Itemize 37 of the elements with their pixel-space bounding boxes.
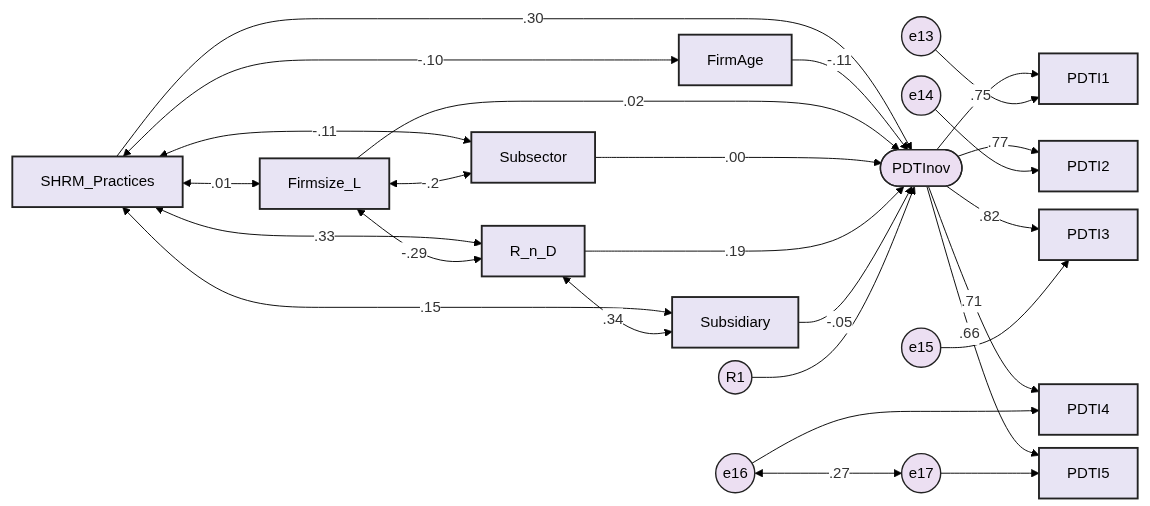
edge-label: .30 <box>522 10 544 27</box>
node-box: Subsector <box>470 131 596 184</box>
edge-label: .82 <box>979 208 1000 225</box>
node-box: FirmAge <box>677 33 793 87</box>
node-box: PDTI2 <box>1038 139 1139 193</box>
edge-label: .15 <box>419 298 441 315</box>
edge-label: .00 <box>724 148 746 165</box>
edge-label: .71 <box>961 292 983 309</box>
node-circle: R1 <box>717 360 753 395</box>
edge-label: .02 <box>623 92 645 109</box>
edge-label: .27 <box>828 464 850 481</box>
edge-label: -.29 <box>401 245 428 262</box>
edge-label: -.11 <box>827 51 852 68</box>
node-box: PDTI5 <box>1038 446 1139 500</box>
node-box: SHRM_Practices <box>11 155 184 208</box>
edge-label: -.2 <box>421 175 440 192</box>
edge-label: .01 <box>210 175 232 192</box>
edge-label: .19 <box>724 242 746 259</box>
node-circle: e13 <box>900 16 942 57</box>
edge-label: .34 <box>602 311 624 328</box>
node-box: R_n_D <box>480 224 586 278</box>
edge-label: .75 <box>970 87 992 103</box>
node-box: Firmsize_L <box>258 157 391 210</box>
edge-label: -.10 <box>417 51 444 68</box>
node-box: Subsidiary <box>671 296 800 349</box>
edge-label: .66 <box>958 325 980 342</box>
node-box: PDTI4 <box>1038 383 1139 436</box>
edge-label: -.11 <box>312 122 337 139</box>
node-box: PDTI1 <box>1038 52 1139 105</box>
node-circle: e14 <box>900 75 942 116</box>
edge-label: .77 <box>987 133 1009 150</box>
node-circle: e15 <box>900 327 942 368</box>
node-circle: e16 <box>715 452 756 494</box>
edge-label: -.05 <box>826 313 853 330</box>
node-box: PDTI3 <box>1038 208 1139 261</box>
edge-label: .33 <box>314 227 335 244</box>
node-circle: e17 <box>900 452 942 494</box>
